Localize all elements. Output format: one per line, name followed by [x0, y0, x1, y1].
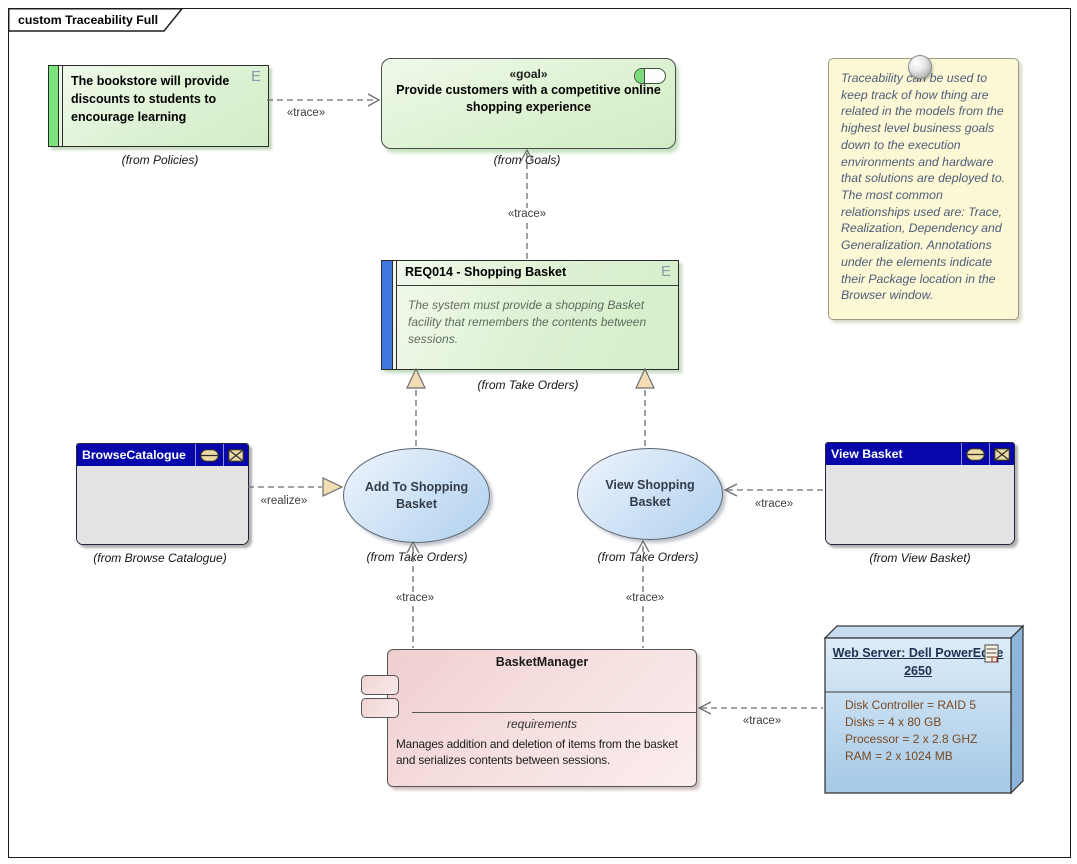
trace-label: «trace»	[392, 592, 438, 604]
screen-body	[826, 465, 1014, 544]
note-stripe-line	[62, 66, 63, 146]
realize-label: «realize»	[260, 495, 308, 507]
screen-view-basket[interactable]: View Basket	[825, 442, 1015, 545]
node-top-face	[823, 625, 1025, 639]
node-right-face	[1010, 624, 1024, 795]
trace-label: «trace»	[754, 498, 794, 510]
note-stripe	[49, 66, 59, 146]
usecase-view-name: View Shopping Basket	[605, 478, 695, 509]
goal-element[interactable]: «goal» Provide customers with a competit…	[381, 58, 676, 149]
close-icon	[224, 448, 248, 462]
requirement-body-text: The system must provide a shopping Baske…	[408, 298, 647, 346]
requirement-header: REQ014 - Shopping Basket E	[397, 261, 678, 286]
requirement-stripe	[382, 261, 393, 369]
component-body-text: Manages addition and deletion of items f…	[396, 737, 678, 768]
goal-name: Provide customers with a competitive onl…	[396, 83, 661, 114]
diagram-tab-title: custom Traceability Full	[18, 13, 159, 27]
screen-browse-from-label: (from Browse Catalogue)	[93, 551, 227, 565]
node-front-face	[824, 637, 1012, 794]
element-e-icon: E	[660, 263, 671, 280]
requirement-from-label: (from Take Orders)	[477, 378, 579, 392]
diagram-tab	[8, 8, 184, 32]
usecase-add-name: Add To Shopping Basket	[364, 479, 469, 511]
component-name: BasketManager	[495, 655, 589, 669]
trace-label: «trace»	[286, 107, 326, 119]
annotation-note-text: Traceability can be used to keep track o…	[841, 71, 1006, 303]
screen-body	[77, 466, 248, 544]
screen-view-title: View Basket	[831, 447, 903, 461]
component-basketmanager[interactable]: BasketManager requirements Manages addit…	[361, 649, 697, 787]
requirement-stripe-line	[396, 261, 397, 369]
window-titlebar: BrowseCatalogue	[77, 444, 248, 467]
usecase-view-shopping-basket[interactable]: View Shopping Basket	[577, 448, 723, 540]
trace-label: «trace»	[742, 715, 782, 727]
component-port-icon	[361, 698, 399, 718]
node-property: RAM = 2 x 1024 MB	[845, 749, 953, 763]
goal-capsule-icon	[634, 68, 666, 84]
minimize-icon	[962, 447, 989, 461]
titlebar-separator	[989, 443, 990, 465]
component-section-label: requirements	[506, 717, 578, 731]
usecase-add-from-label: (from Take Orders)	[366, 550, 468, 564]
usecase-view-from-label: (from Take Orders)	[597, 550, 699, 564]
node-property: Disks = 4 x 80 GB	[845, 715, 942, 729]
policy-note-text: The bookstore will provide discounts to …	[71, 74, 230, 124]
requirement-title: REQ014 - Shopping Basket	[405, 265, 567, 279]
titlebar-separator	[961, 443, 962, 465]
component-divider	[412, 712, 697, 713]
goal-stereotype: «goal»	[509, 67, 548, 81]
node-name: Web Server: Dell PowerEdge 2650	[832, 646, 1004, 679]
window-titlebar: View Basket	[826, 443, 1014, 466]
pin-icon	[908, 55, 932, 79]
minimize-icon	[196, 448, 223, 462]
policy-note-from-label: (from Policies)	[121, 153, 199, 167]
policy-note-element[interactable]: The bookstore will provide discounts to …	[48, 65, 269, 147]
trace-label: «trace»	[504, 208, 550, 220]
requirement-element[interactable]: REQ014 - Shopping Basket E The system mu…	[381, 260, 679, 370]
goal-from-label: (from Goals)	[493, 153, 561, 167]
screen-browse-catalogue[interactable]: BrowseCatalogue	[76, 443, 249, 545]
titlebar-separator	[223, 444, 224, 466]
close-icon	[990, 447, 1014, 461]
node-webserver[interactable]	[820, 620, 1032, 806]
node-property: Processor = 2 x 2.8 GHZ	[845, 732, 978, 746]
screen-view-from-label: (from View Basket)	[869, 551, 971, 565]
element-e-icon: E	[250, 68, 261, 85]
annotation-note-element[interactable]: Traceability can be used to keep track o…	[828, 58, 1019, 320]
component-port-icon	[361, 675, 399, 695]
titlebar-separator	[195, 444, 196, 466]
usecase-add-to-shopping-basket[interactable]: Add To Shopping Basket	[343, 448, 490, 543]
diagram-frame	[8, 8, 1071, 858]
node-property: Disk Controller = RAID 5	[845, 698, 977, 712]
trace-label: «trace»	[622, 592, 668, 604]
screen-browse-title: BrowseCatalogue	[82, 448, 186, 462]
server-icon	[984, 644, 999, 663]
